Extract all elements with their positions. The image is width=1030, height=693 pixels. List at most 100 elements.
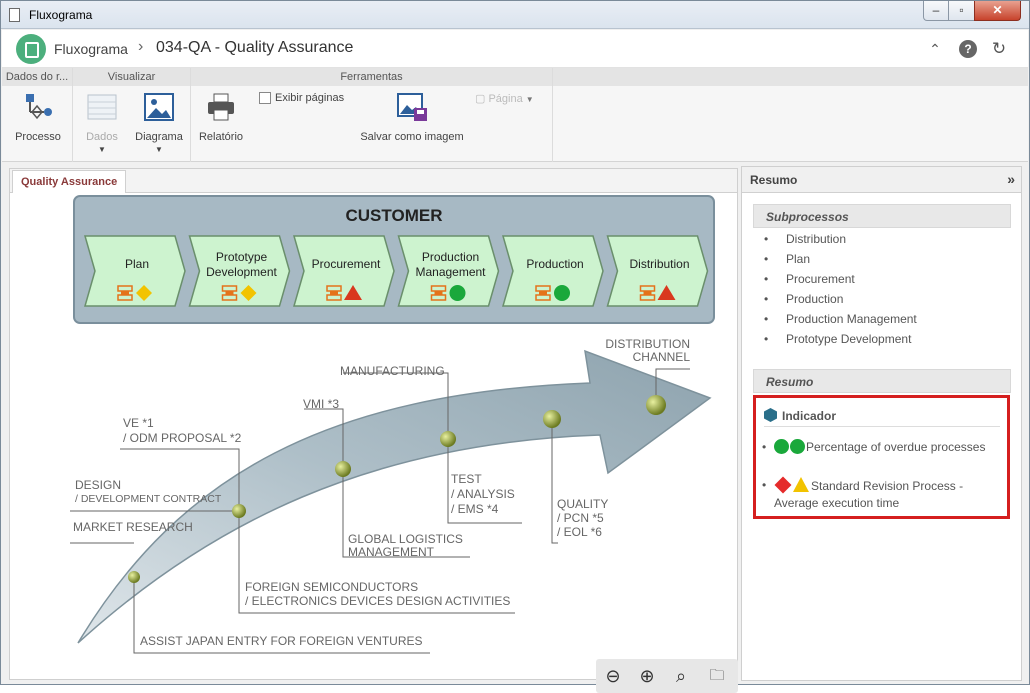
zoom-toolbar: ⊖ ⊕ ⌕ 🗀 [596,659,738,693]
printer-icon [208,93,234,121]
resumo-section-header[interactable]: Resumo [753,369,1011,393]
stage-shape [188,235,291,307]
label-eol: / EOL *6 [557,525,602,539]
data-grid-icon [87,94,117,120]
stage-label: Production [422,250,479,264]
stage-label: Development [206,265,277,279]
indicator-item[interactable]: Percentage of overdue processes [762,439,994,456]
subprocess-item[interactable]: Production [764,292,917,312]
stage-shape [606,235,709,307]
subprocesses-header[interactable]: Subprocessos [753,204,1011,228]
page-icon: ▢ [475,93,489,105]
help-icon[interactable]: ? [959,40,977,58]
relatorio-label: Relatório [198,131,244,143]
refresh-icon[interactable]: ↻ [991,39,1007,58]
minimize-button[interactable]: – [923,1,949,21]
subprocess-item[interactable]: Plan [764,252,917,272]
stage-procurement[interactable]: Procurement [293,235,395,307]
page-title: 034-QA - Quality Assurance [156,39,354,56]
process-status-icon [430,285,447,301]
indicator-icon [764,408,777,422]
processo-button[interactable]: Processo [8,92,68,143]
pagina-dropdown[interactable]: ▢ Página ▼ [475,92,534,105]
label-vmi: VMI *3 [303,397,339,411]
exibir-paginas-label: Exibir páginas [275,92,345,104]
label-analysis: / ANALYSIS [451,487,515,501]
stage-label: Distribution [629,257,689,271]
zoom-reset-icon[interactable]: ⌕ [675,666,687,686]
collapse-panel-icon[interactable]: » [1007,171,1015,187]
leader-lines [70,368,690,654]
stage-distribution[interactable]: Distribution [606,235,709,307]
relatorio-button[interactable]: Relatório [195,92,247,143]
breadcrumb-app-name[interactable]: Fluxograma [54,41,128,57]
zoom-out-icon[interactable]: ⊖ [605,666,621,686]
collapse-up-icon[interactable]: ⌃ [929,41,941,57]
label-design: DESIGN [75,478,121,492]
ribbon-group-ferramentas: Ferramentas Relatório Salvar como imagem [191,68,553,162]
tab-bar: Quality Assurance [10,169,737,193]
status-green-circle-icon [449,285,466,301]
chevron-down-icon: ▼ [155,145,163,154]
ribbon-group-visualizar: Visualizar Dados ▼ Diagrama ▼ [73,68,191,162]
ribbon-group-label: Ferramentas [191,68,552,86]
summary-panel: Resumo » Subprocessos Distribution Plan … [741,166,1022,681]
diagram-labels: MARKET RESEARCH DESIGN / DEVELOPMENT CON… [73,337,690,648]
milestone-balls [128,395,666,583]
summary-panel-header: Resumo » [742,167,1021,193]
label-ems: / EMS *4 [451,502,499,516]
maximize-button[interactable]: ▫ [948,1,975,21]
ribbon-toolbar: Dados do r... Processo Visualizar Dados … [2,68,1028,162]
title-bar: Fluxograma – ▫ ✕ [1,1,1029,29]
indicator-text: Standard Revision Process - Average exec… [774,479,964,510]
folder-open-icon[interactable]: 🗀 [709,667,725,684]
status-yellow-diamond-icon [240,285,257,301]
label-manufacturing: MANUFACTURING [340,364,445,378]
pagina-label: Página [488,93,523,105]
ribbon-empty-header [553,68,1028,86]
stage-production[interactable]: Production [502,235,604,307]
tab-quality-assurance[interactable]: Quality Assurance [12,170,127,193]
salvar-imagem-button[interactable]: Salvar como imagem [357,92,467,143]
exibir-paginas-checkbox[interactable]: Exibir páginas [259,92,345,105]
milestone-ball [128,571,140,583]
label-quality: QUALITY [557,497,608,511]
subprocess-item[interactable]: Procurement [764,272,917,292]
close-button[interactable]: ✕ [974,1,1021,21]
subprocess-item[interactable]: Distribution [764,232,917,252]
status-green-circle-icon [554,285,570,301]
diagrama-label: Diagrama [135,131,183,143]
process-status-icon [326,285,342,301]
chevron-down-icon: ▼ [525,95,534,104]
label-ve: VE *1 [123,416,154,430]
indicator-title-text: Indicador [782,409,837,423]
checkbox-box[interactable] [259,92,271,105]
ribbon-group-label: Visualizar [73,68,190,86]
stage-shape [84,235,186,307]
diagrama-button[interactable]: Diagrama ▼ [131,92,187,154]
save-image-icon [397,93,427,121]
subprocess-item[interactable]: Prototype Development [764,332,917,352]
app-header: Fluxograma › 034-QA - Quality Assurance … [2,30,1028,68]
zoom-in-icon[interactable]: ⊕ [639,666,655,686]
label-dev-contract: / DEVELOPMENT CONTRACT [75,493,222,505]
milestone-ball [543,410,561,428]
salvar-imagem-label: Salvar como imagem [360,131,464,143]
process-status-icon [221,285,238,301]
label-test: TEST [451,472,482,486]
process-icon [26,94,52,120]
chevron-down-icon: ▼ [98,145,106,154]
subprocess-item[interactable]: Production Management [764,312,917,332]
stage-plan[interactable]: Plan [84,235,186,307]
indicator-item[interactable]: Standard Revision Process - Average exec… [762,476,994,512]
label-electronics: / ELECTRONICS DEVICES DESIGN ACTIVITIES [245,594,510,608]
dados-button[interactable]: Dados ▼ [77,92,127,154]
